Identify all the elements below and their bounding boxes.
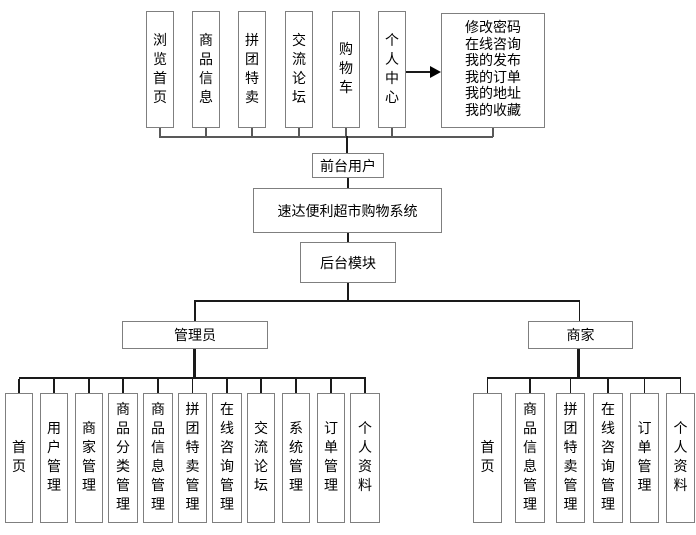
connector-line — [569, 379, 571, 393]
admin-module-box: 个人资料 — [350, 393, 380, 523]
admin-module-box: 首页 — [5, 393, 33, 523]
admin-module-box-label: 在线咨询管理 — [220, 403, 234, 513]
connector-line — [159, 128, 161, 137]
connector-line — [298, 128, 300, 137]
connector-line — [679, 379, 681, 393]
connector-line — [492, 128, 494, 137]
merchant-module-box: 首页 — [473, 393, 502, 523]
admin-module-box-label: 商品分类管理 — [116, 403, 130, 513]
admin-module-box-label: 交流论坛 — [254, 422, 268, 494]
menu-item: 我的发布 — [465, 54, 521, 69]
front-module-box-label: 浏览首页 — [153, 33, 167, 106]
front-user-box: 前台用户 — [312, 153, 384, 178]
personal-center-menu-box: 修改密码在线咨询我的发布我的订单我的地址我的收藏 — [441, 13, 545, 128]
merchant-module-box: 商品信息管理 — [515, 393, 545, 523]
merchant-drop-line — [577, 349, 580, 378]
connector-line — [18, 379, 20, 393]
merchant-module-box-label: 商品信息管理 — [523, 403, 537, 513]
connector-line — [347, 233, 349, 242]
connector-line — [205, 128, 207, 137]
arrow-right-icon — [430, 65, 441, 78]
backend-split-line — [194, 300, 580, 302]
merchant-module-box-label: 拼团特卖管理 — [563, 403, 578, 513]
merchant-module-box: 个人资料 — [666, 393, 695, 523]
front-module-box: 个人中心 — [378, 11, 406, 128]
admin-module-box: 拼团特卖管理 — [178, 393, 207, 523]
backend-drop-line — [347, 283, 349, 301]
arrow-shaft — [406, 71, 432, 73]
admin-module-box-label: 个人资料 — [358, 422, 372, 494]
admin-module-box: 订单管理 — [317, 393, 345, 523]
merchant-bus-line — [487, 377, 681, 379]
menu-item: 在线咨询 — [465, 37, 521, 53]
admin-module-box: 系统管理 — [282, 393, 310, 523]
front-module-box: 购物车 — [332, 11, 360, 128]
merchant-module-box: 订单管理 — [630, 393, 659, 523]
admin-module-box-label: 商品信息管理 — [151, 403, 165, 513]
connector-line — [191, 379, 193, 393]
connector-line — [347, 178, 349, 188]
connector-line — [643, 379, 645, 393]
menu-item: 我的收藏 — [465, 103, 521, 119]
merchant-module-box: 在线咨询管理 — [593, 393, 623, 523]
connector-line — [529, 379, 531, 393]
front-bus-line — [159, 136, 493, 138]
admin-module-box: 在线咨询管理 — [212, 393, 242, 523]
system-title-box: 速达便利超市购物系统 — [253, 188, 442, 233]
admin-module-box-label: 系统管理 — [289, 422, 303, 494]
admin-drop-line — [192, 349, 196, 378]
admin-module-box: 交流论坛 — [247, 393, 275, 523]
merchant-box: 商家 — [528, 321, 633, 349]
front-module-box-label: 商品信息 — [199, 33, 213, 106]
menu-item: 我的地址 — [465, 87, 521, 102]
admin-module-box: 商品分类管理 — [108, 393, 138, 523]
connector-line — [391, 128, 393, 137]
connector-line — [578, 300, 580, 321]
connector-line — [364, 379, 366, 393]
connector-line — [88, 379, 90, 393]
front-module-box-label: 个人中心 — [385, 33, 399, 106]
admin-module-box-label: 用户管理 — [47, 422, 61, 494]
connector-line — [330, 379, 332, 393]
connector-line — [53, 379, 55, 393]
connector-line — [122, 379, 124, 393]
front-module-box: 浏览首页 — [146, 11, 174, 128]
front-module-box: 拼团特卖 — [238, 11, 266, 128]
merchant-module-box-label: 在线咨询管理 — [601, 403, 615, 513]
backend-module-box: 后台模块 — [300, 242, 396, 283]
front-module-box-label: 交流论坛 — [292, 33, 306, 106]
connector-line — [251, 128, 253, 137]
connector-line — [157, 379, 159, 393]
admin-module-box-label: 订单管理 — [324, 422, 338, 494]
merchant-module-box: 拼团特卖管理 — [556, 393, 585, 523]
admin-module-box-label: 商家管理 — [82, 422, 96, 494]
front-module-box: 交流论坛 — [285, 11, 313, 128]
front-user-drop-line — [346, 136, 348, 153]
admin-module-box: 用户管理 — [40, 393, 68, 523]
connector-line — [607, 379, 609, 393]
connector-line — [260, 379, 262, 393]
admin-bus-line — [19, 377, 366, 379]
admin-box: 管理员 — [122, 321, 268, 349]
menu-item: 我的订单 — [465, 70, 521, 86]
front-module-box: 商品信息 — [192, 11, 220, 128]
front-module-box-label: 拼团特卖 — [245, 33, 259, 106]
connector-line — [486, 379, 488, 393]
connector-line — [226, 379, 228, 393]
front-module-box-label: 购物车 — [339, 43, 353, 96]
merchant-module-box-label: 订单管理 — [637, 422, 652, 494]
merchant-module-box-label: 个人资料 — [673, 422, 688, 494]
admin-module-box-label: 拼团特卖管理 — [185, 403, 200, 513]
admin-module-box: 商家管理 — [75, 393, 103, 523]
connector-line — [345, 128, 347, 137]
admin-module-box: 商品信息管理 — [143, 393, 173, 523]
admin-module-box-label: 首页 — [12, 441, 26, 475]
merchant-module-box-label: 首页 — [480, 441, 495, 475]
connector-line — [194, 300, 196, 321]
menu-item: 修改密码 — [465, 21, 521, 36]
connector-line — [295, 379, 297, 393]
